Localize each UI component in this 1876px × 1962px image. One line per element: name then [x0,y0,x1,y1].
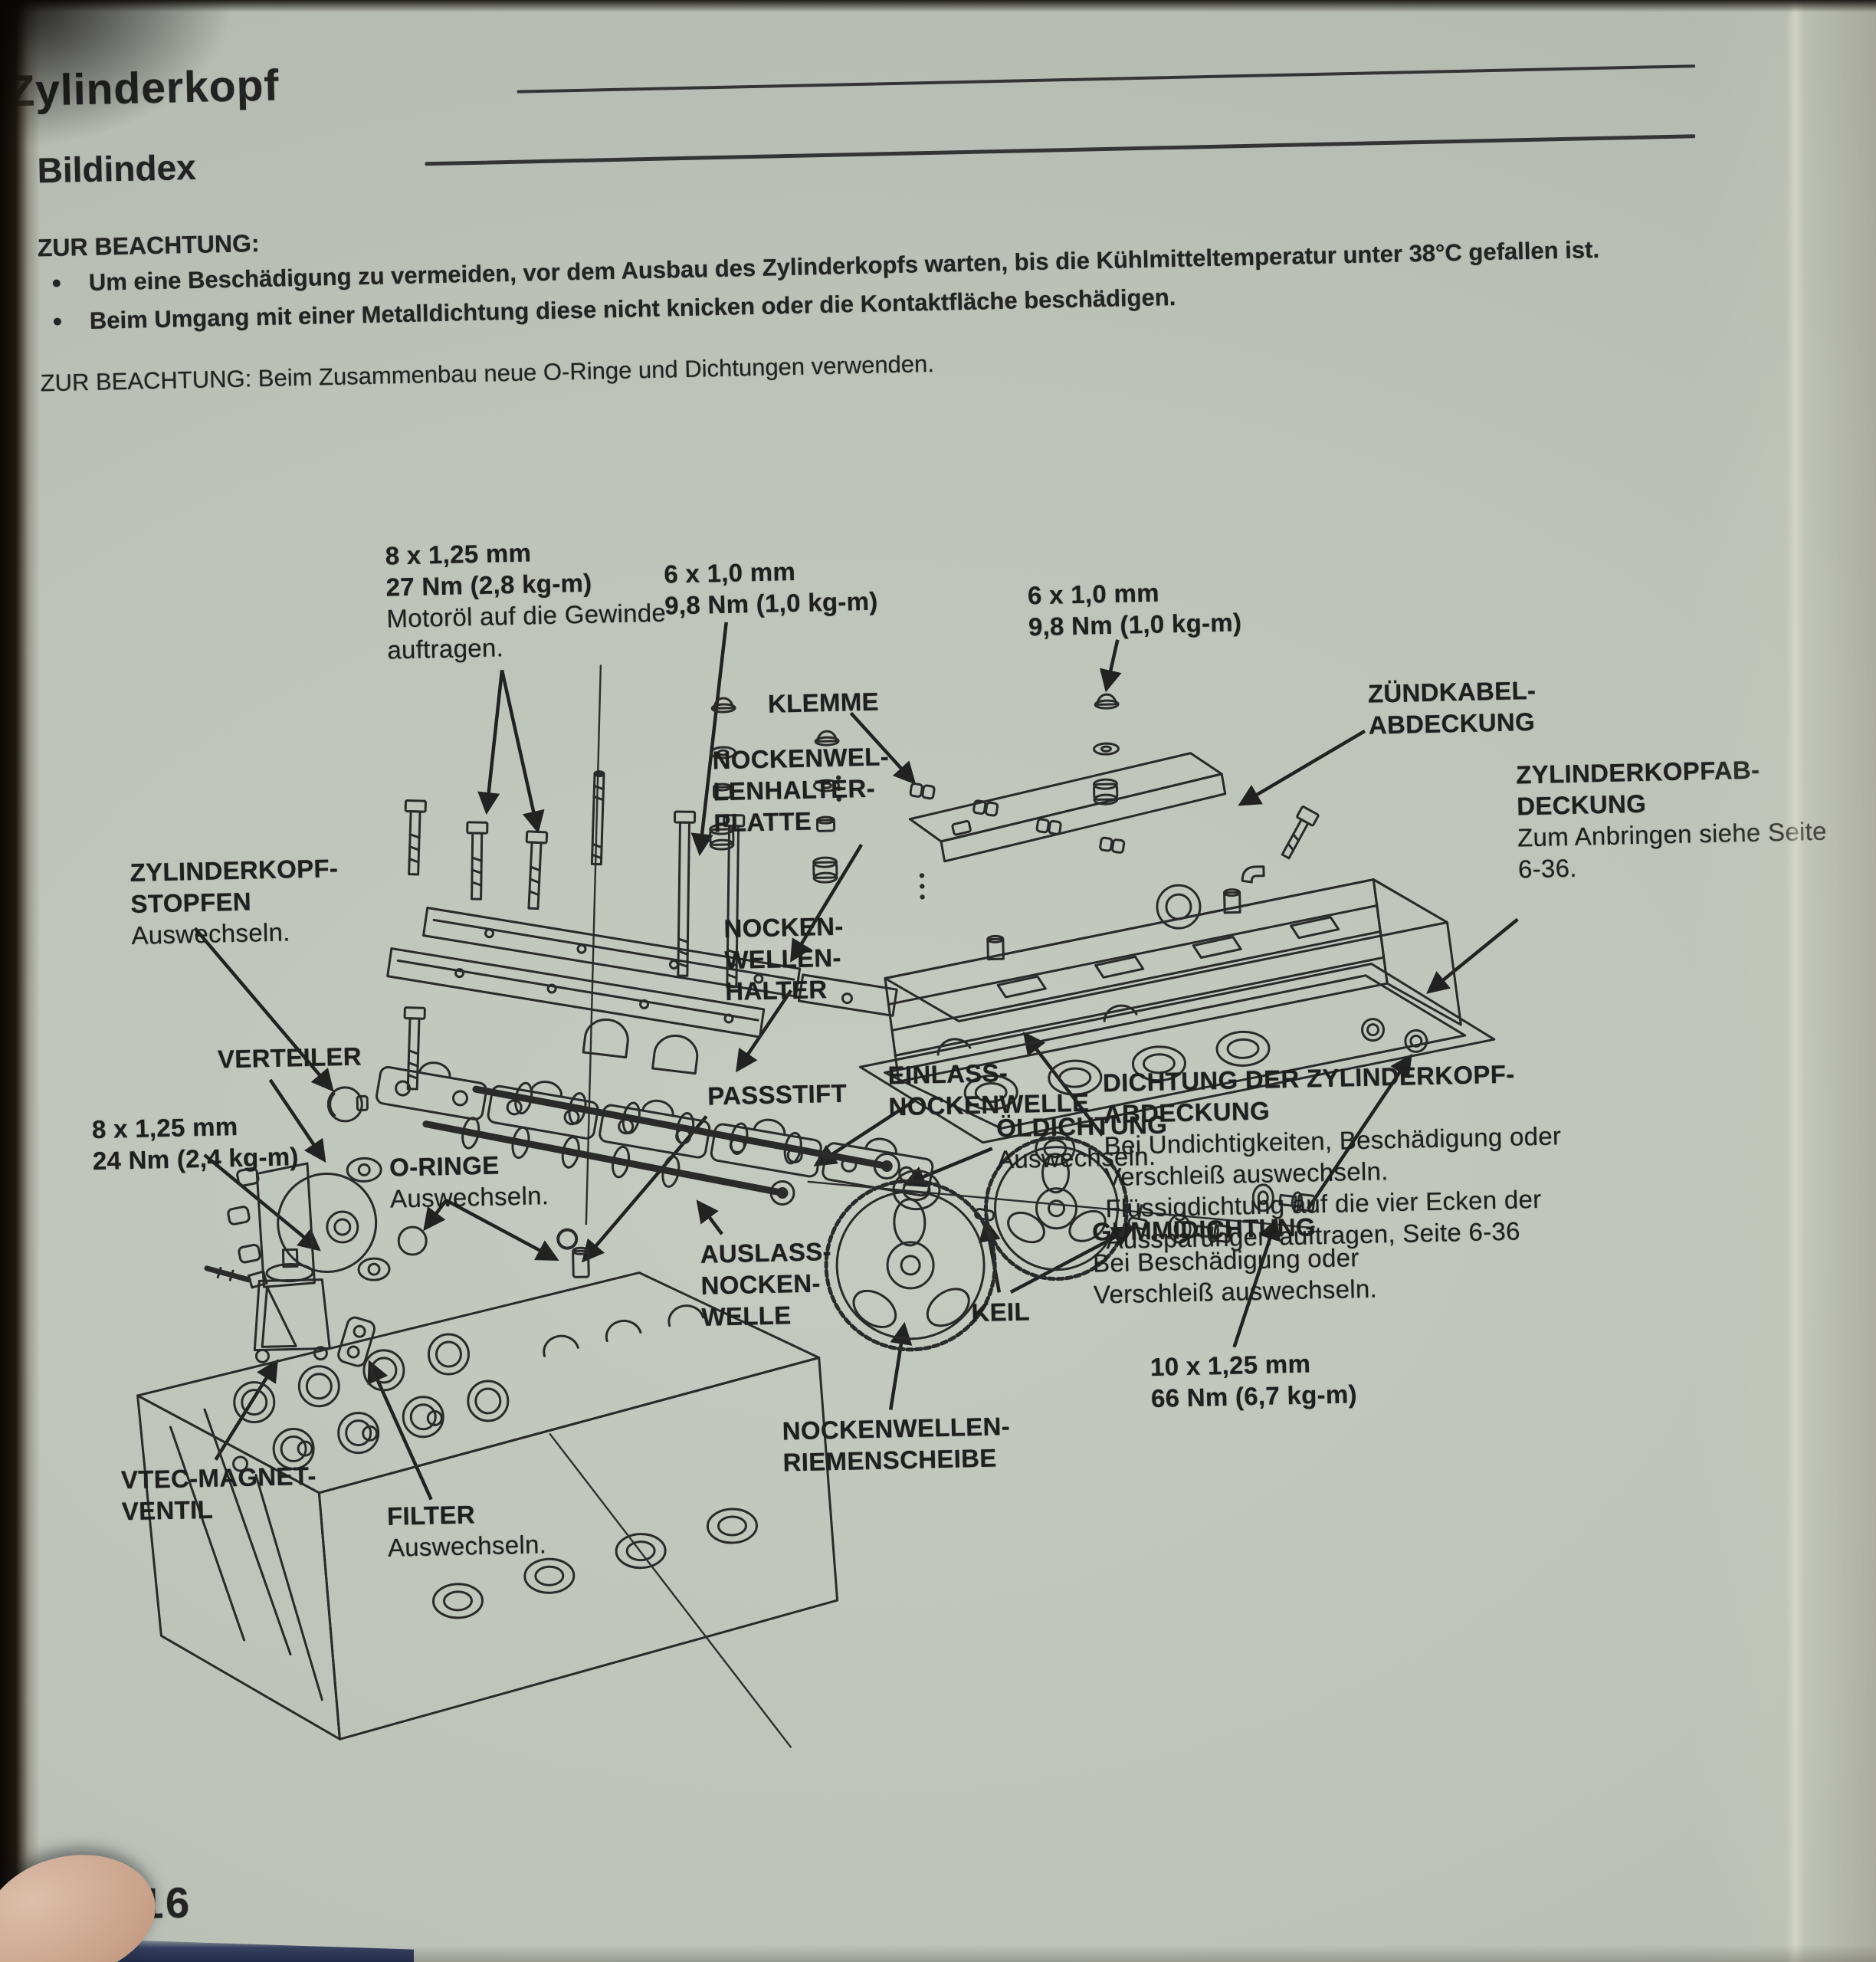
label-bold-text: ZYLINDERKOPF- STOPFEN [130,854,339,918]
label-bold-text: PASSSTIFT [707,1078,848,1111]
label-bold-text: 10 x 1,25 mm 66 Nm (6,7 kg-m) [1150,1349,1358,1412]
head-plug [326,1086,369,1123]
page-left-edge [0,0,40,1962]
label-passstift: PASSSTIFT [707,1078,848,1113]
valve-cover-gasket [858,963,1496,1144]
label-klemme: KLEMME [768,687,880,720]
label-verteiler: VERTEILER [218,1041,362,1075]
label-torque-8x125-27nm: 8 x 1,25 mm 27 Nm (2,8 kg-m)Motoröl auf … [385,535,667,667]
label-bold-text: 6 x 1,0 mm 9,8 Nm (1,0 kg-m) [1027,578,1242,641]
label-bold-text: KEIL [971,1297,1031,1327]
label-note-text: Bei Beschädigung oder Verschleiß auswech… [1092,1243,1378,1309]
page-bottom-shading [0,1945,1876,1962]
cam-plate-bolts [403,770,746,1091]
label-bold-text: DICHTUNG DER ZYLINDERKOPF- ABDECKUNG [1102,1059,1515,1129]
label-bold-text: ZÜNDKABEL- ABDECKUNG [1367,675,1537,740]
label-nockenwellen-riemenscheibe: NOCKENWELLEN- RIEMENSCHEIBE [782,1411,1011,1478]
rocker-assemblies [376,1018,934,1197]
label-nockenwellenhalter-platte: NOCKENWEL- LENHALTER- PLATTE [712,741,890,839]
label-bold-text: NOCKENWELLEN- RIEMENSCHEIBE [782,1412,1011,1477]
label-bold-text: VERTEILER [217,1042,362,1074]
cam-holder-plates [386,907,898,1038]
label-torque-10x125-66nm: 10 x 1,25 mm 66 Nm (6,7 kg-m) [1150,1347,1358,1415]
label-bold-text: NOCKENWEL- LENHALTER- PLATTE [712,742,890,838]
dowel-pin [556,1228,590,1278]
label-note-text: Auswechseln. [387,1530,547,1562]
corner-shadow [0,0,230,146]
label-note-text: Auswechseln. [131,917,291,950]
ignition-cable-cover [908,752,1227,863]
label-torque-6x10-98nm-right: 6 x 1,0 mm 9,8 Nm (1,0 kg-m) [1028,576,1242,643]
page-crease-highlight [1786,0,1805,1962]
label-torque-8x125-24nm: 8 x 1,25 mm 24 Nm (2,4 kg-m) [92,1110,300,1177]
label-torque-6x10-98nm-left: 6 x 1,0 mm 9,8 Nm (1,0 kg-m) [664,555,878,622]
label-bold-text: KLEMME [767,687,880,718]
cover-nuts-washers [709,693,1320,900]
label-auslass-nockenwelle: AUSLASS- NOCKEN- WELLE [700,1236,833,1333]
page-top-edge [0,0,1876,12]
label-bold-text: 8 x 1,25 mm 24 Nm (2,4 kg-m) [91,1111,300,1176]
woodruff-keys [974,1195,1149,1231]
label-bold-text: NOCKEN- WELLEN- HALTER [723,911,844,1006]
label-keil: KEIL [971,1296,1030,1329]
label-bold-text: FILTER [386,1500,476,1531]
label-note-text: Auswechseln. [389,1181,549,1213]
label-bold-text: AUSLASS- NOCKEN- WELLE [700,1237,832,1331]
label-note-text: Motoröl auf die Gewinde auftragen. [386,598,667,664]
label-bold-text: O-RINGE [389,1150,500,1182]
label-zuendkabel-abdeckung: ZÜNDKABEL- ABDECKUNG [1368,675,1537,742]
camshafts [422,1081,900,1206]
label-nockenwellenhalter: NOCKEN- WELLEN- HALTER [723,911,845,1008]
filter-part [337,1316,376,1367]
label-bold-text: VTEC-MAGNET- VENTIL [120,1461,317,1526]
page-right-shading [1692,0,1876,1962]
label-bold-text: 6 x 1,0 mm 9,8 Nm (1,0 kg-m) [663,556,878,620]
cylinder-head [136,1271,839,1748]
label-vtec-magnetventil: VTEC-MAGNET- VENTIL [121,1461,317,1527]
distributor [227,1157,391,1288]
wire-clamps [909,783,1126,854]
o-ring [397,1225,428,1256]
label-bold-text: 8 x 1,25 mm 27 Nm (2,8 kg-m) [385,538,592,602]
valve-cover [884,878,1462,1083]
pulley-bolts [1167,1183,1316,1244]
